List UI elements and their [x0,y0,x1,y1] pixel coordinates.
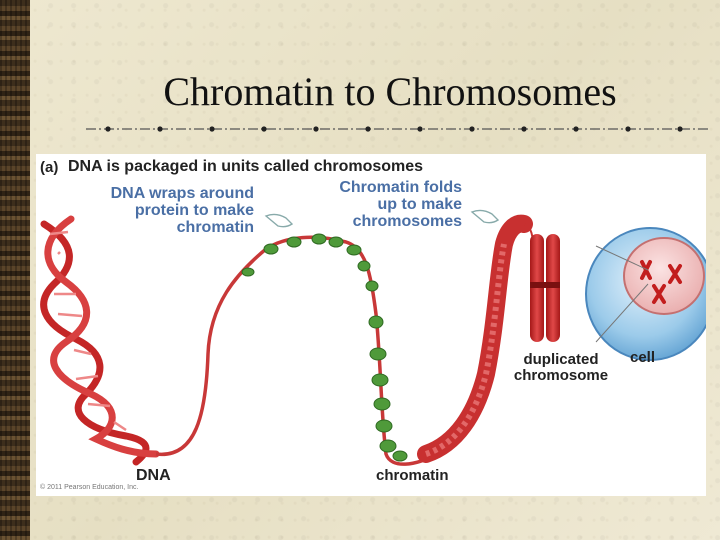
label-chromatin: chromatin [376,467,449,484]
step2-line-3: chromosomes [352,212,462,230]
dna-helix [40,215,160,466]
figure-heading: DNA is packaged in units called chromoso… [68,158,424,175]
dup-line-2: chromosome [513,366,609,384]
dup-line-1: duplicated [523,351,599,368]
step1-line-2: protein to make [134,201,254,219]
chromatin-fiber [417,214,533,463]
dna-thread [155,235,437,466]
figure-illustration [40,209,706,466]
step2-caption: Chromatin folds up to make chromosomes [294,179,462,230]
nucleosomes [241,233,408,462]
title-divider [86,126,710,132]
step1-caption: DNA wraps around protein to make chromat… [84,185,254,236]
slide-title: Chromatin to Chromosomes [163,69,617,114]
step2-line-1: Chromatin folds [339,179,462,196]
copyright-text: © 2011 Pearson Education, Inc. [40,484,139,491]
label-duplicated-chromosome: duplicated chromosome [506,352,616,384]
cell [585,227,706,361]
step1-line-3: chromatin [176,218,254,236]
panel-label: (a) [40,159,59,176]
step1-line-1: DNA wraps around [110,185,254,202]
label-dna: DNA [136,467,171,484]
label-cell: cell [630,349,656,366]
pointer-hand-icon [264,209,500,228]
decorative-left-border [0,0,30,540]
dna-packaging-figure: (a) DNA is packaged in units called chro… [36,154,706,496]
step2-line-2: up to make [377,195,462,213]
duplicated-chromosome [530,234,560,342]
